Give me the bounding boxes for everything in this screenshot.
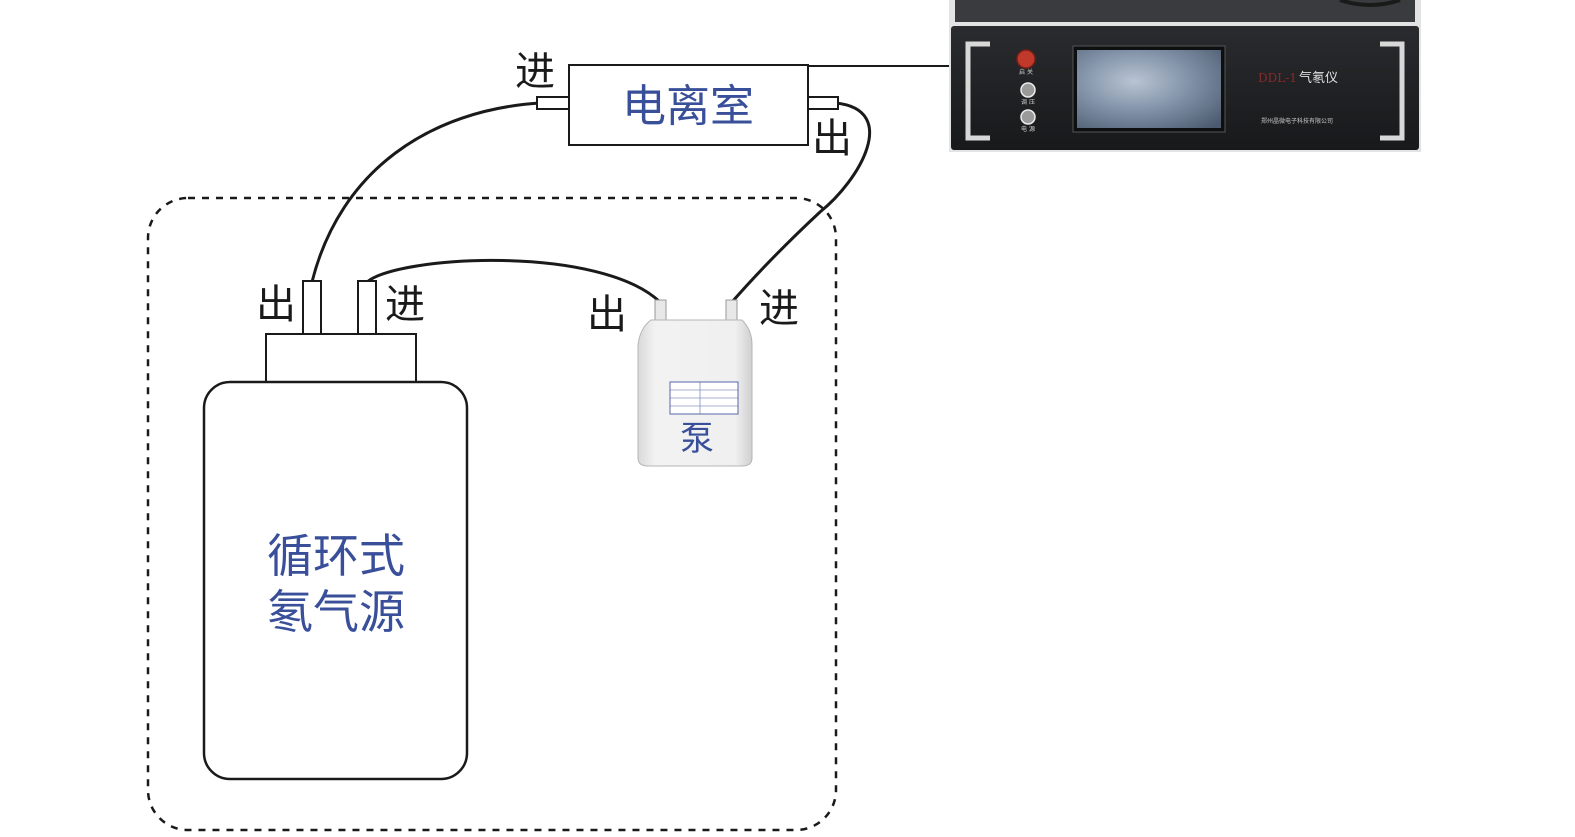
chamber-inlet-label: 进: [515, 49, 555, 95]
pump: 泵: [637, 299, 753, 467]
tube-chamber-to-pump: [730, 101, 872, 303]
chamber-label: 电离室: [622, 81, 754, 132]
pump-label: 泵: [680, 419, 714, 459]
instrument-screen: [1077, 50, 1221, 128]
pump-outlet-label: 出: [587, 292, 627, 338]
source-outlet-tube: [302, 280, 322, 335]
knob1-label: 启 关: [1019, 68, 1033, 76]
power-knob-icon: [1020, 109, 1036, 125]
knob3-label: 电 源: [1021, 125, 1035, 133]
instrument-model: DDL-1: [1258, 71, 1297, 85]
dashed-enclosure: [146, 196, 838, 832]
tube-source-to-pump: [366, 258, 662, 304]
instrument-name: 气氡仪: [1299, 70, 1338, 86]
radon-instrument: 启 关 调 压 电 源 DDL-1 气氡仪 郑州晶微电子科技有限公司: [949, 0, 1421, 152]
source-cap: [265, 333, 417, 383]
ionization-chamber: 电离室: [536, 64, 839, 146]
source-inlet-label: 进: [385, 282, 425, 328]
source-inlet-tube: [357, 280, 377, 335]
pump-inlet-label: 进: [759, 286, 799, 332]
instrument-cable: [1339, 0, 1401, 7]
pressure-knob-icon: [1020, 82, 1036, 98]
instrument-manufacturer: 郑州晶微电子科技有限公司: [1261, 117, 1333, 125]
radon-source: 循环式 氡气源: [202, 280, 469, 781]
source-outlet-label: 出: [256, 282, 296, 328]
left-handle: [965, 41, 990, 141]
pump-inlet-port: [725, 299, 738, 323]
knob2-label: 调 压: [1021, 98, 1035, 106]
source-label-line1: 循环式: [267, 529, 405, 583]
pump-outlet-port: [654, 299, 667, 323]
chamber-box: [568, 64, 809, 146]
chamber-outlet-port: [807, 96, 839, 110]
chamber-inlet-port: [536, 96, 570, 110]
source-bottle: [202, 380, 469, 781]
instrument-top-cover: [955, 0, 1415, 22]
tube-source-to-chamber: [310, 101, 541, 283]
source-label-line2: 氡气源: [267, 585, 405, 639]
power-button-icon: [1016, 49, 1036, 69]
right-handle: [1380, 41, 1405, 141]
chamber-outlet-label: 出: [812, 116, 852, 162]
